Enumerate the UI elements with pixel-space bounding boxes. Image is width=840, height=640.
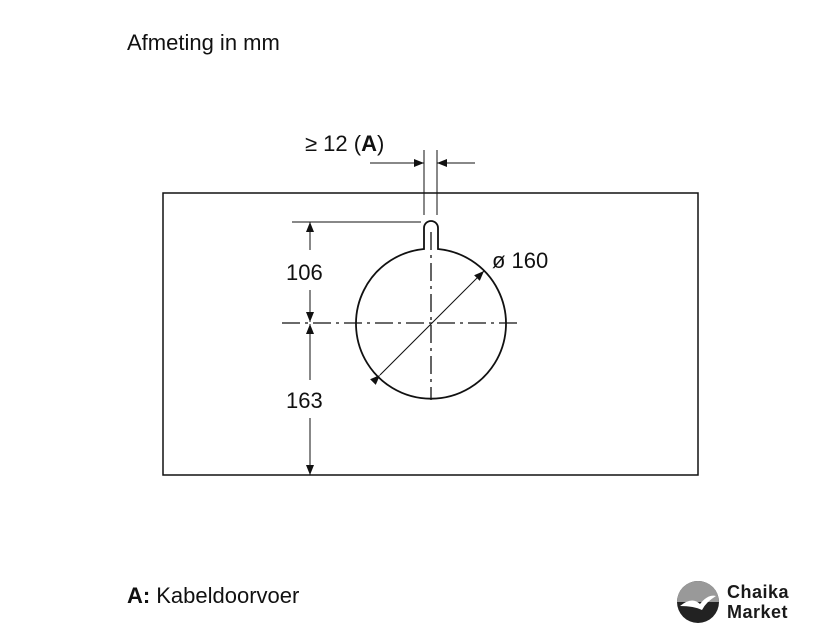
diagram-title: Afmeting in mm: [127, 30, 280, 55]
top-dimension-label: 106: [286, 260, 323, 285]
chaika-logo-icon: [677, 581, 719, 623]
logo-line1: Chaika: [727, 582, 790, 602]
diameter-dimension: [370, 270, 485, 385]
logo-text: Chaika Market: [727, 582, 789, 622]
diameter-label: ø 160: [492, 248, 548, 273]
legend: A:Kabeldoorvoer: [127, 583, 299, 608]
logo-line2: Market: [727, 602, 789, 622]
gap-label: ≥ 12 (A): [305, 131, 384, 156]
worktop-outline: [162, 192, 699, 476]
bottom-dimension-label: 163: [286, 388, 323, 413]
